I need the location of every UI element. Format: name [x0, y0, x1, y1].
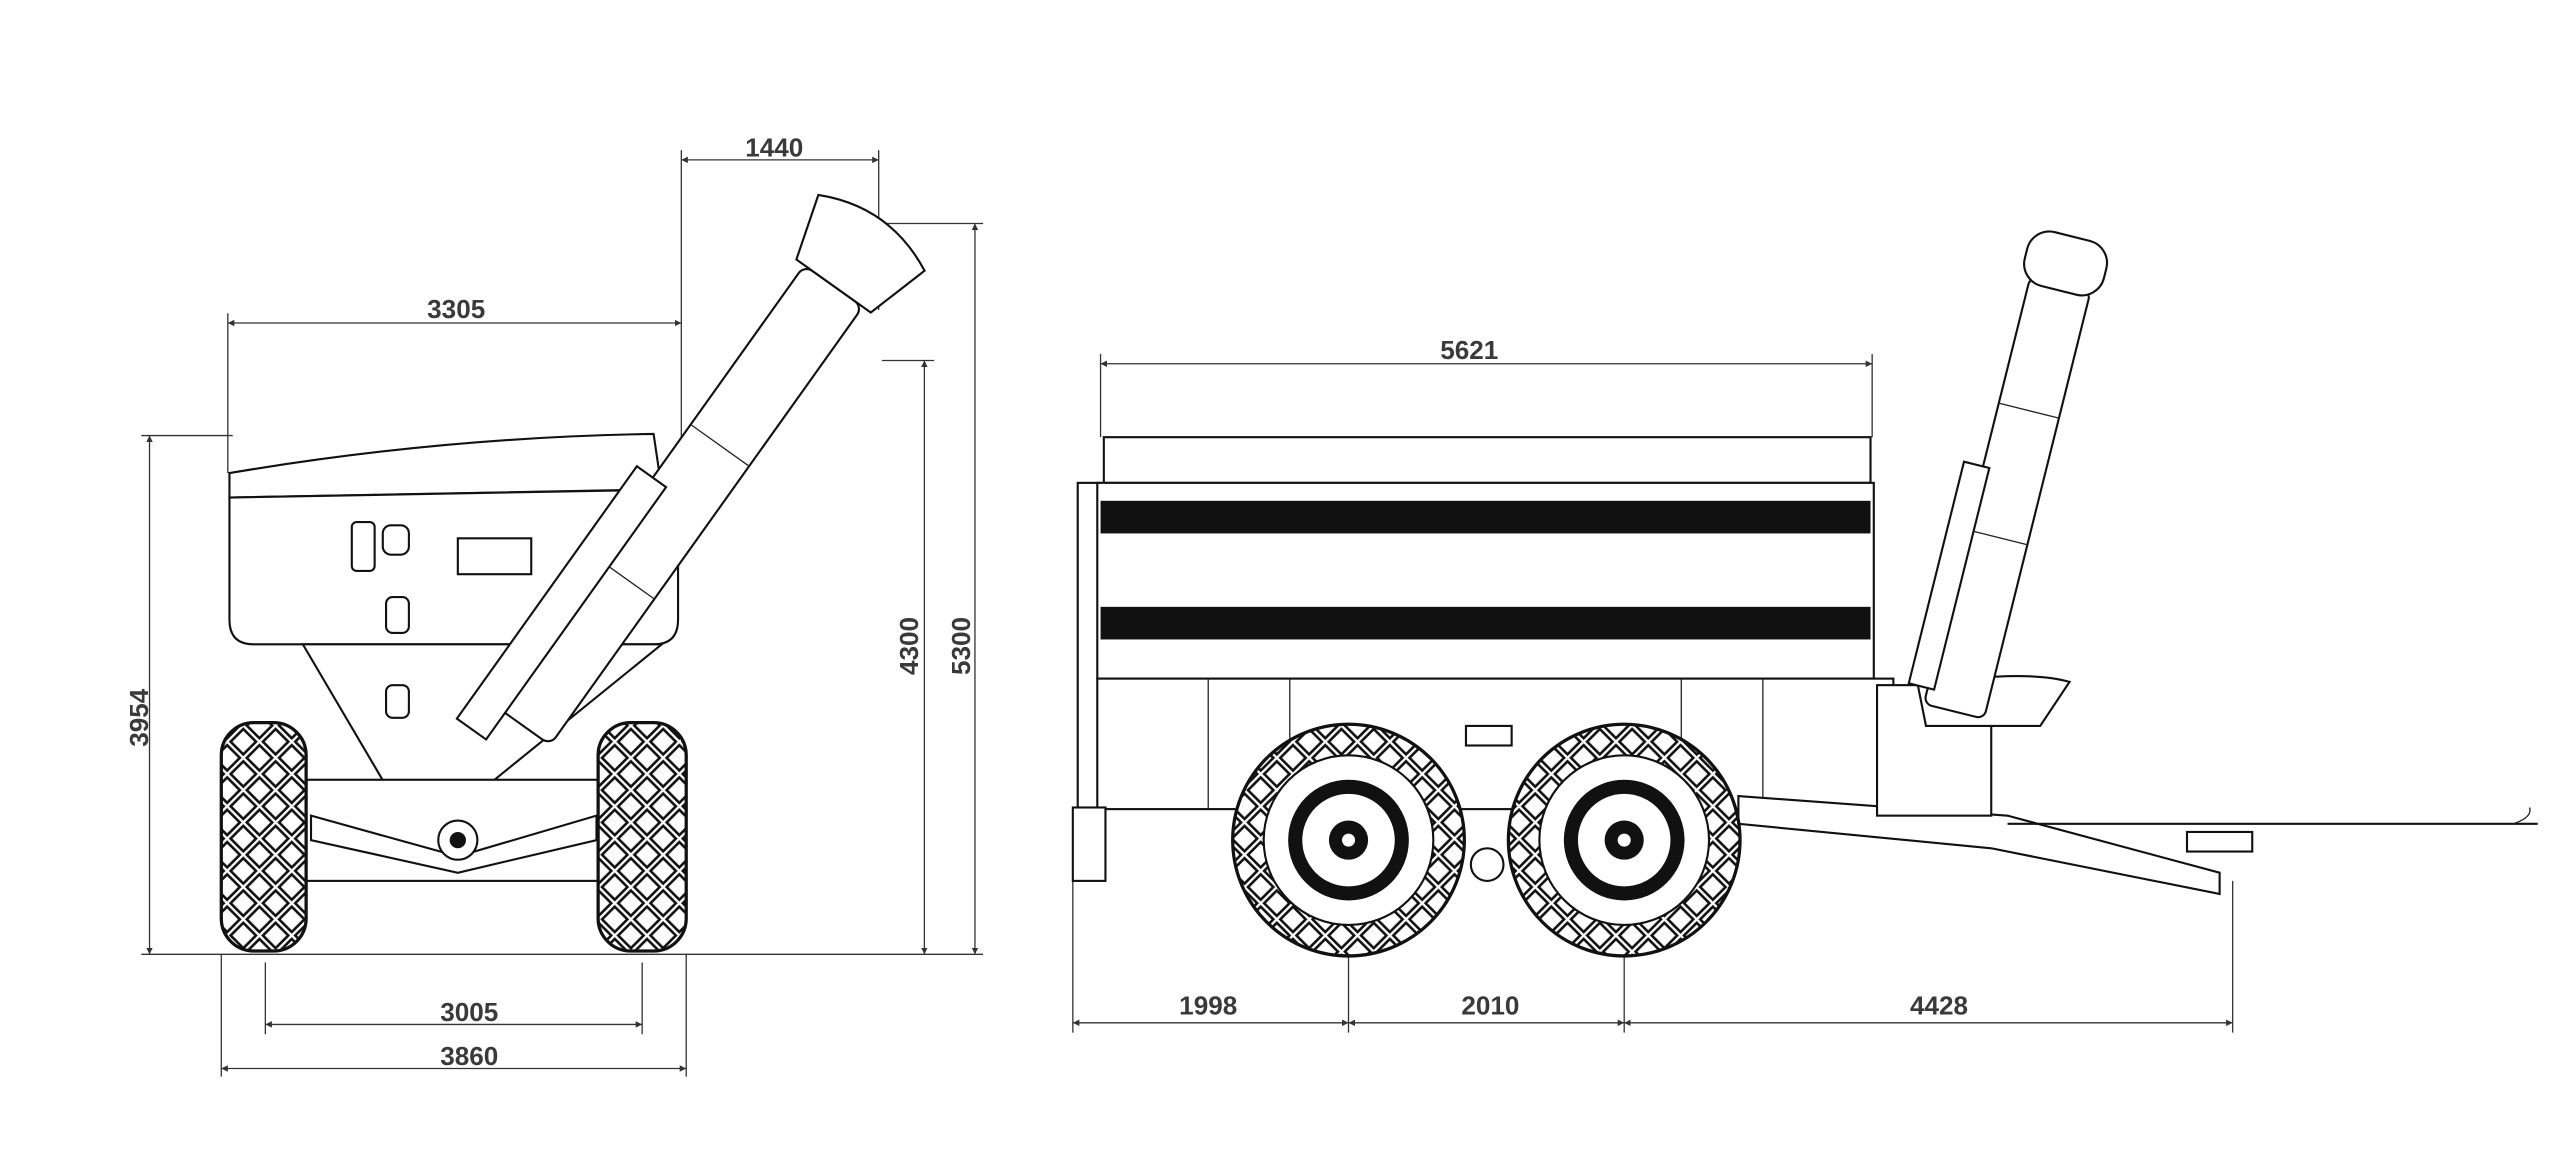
side-wheel-rear: [1506, 722, 1742, 958]
dim-4428: 4428: [1910, 991, 1968, 1021]
dim-3305: 3305: [427, 294, 485, 324]
dim-5300: 5300: [946, 617, 976, 675]
dim-3005: 3005: [440, 997, 498, 1027]
dim-1998: 1998: [1179, 991, 1237, 1021]
side-wheel-front: [1231, 722, 1466, 958]
side-dimension-lines: [1072, 360, 2233, 1027]
rear-extension-lines: [141, 150, 984, 1077]
dim-3954: 3954: [124, 688, 154, 747]
side-cart-body: [1071, 436, 1895, 882]
dim-4300: 4300: [894, 617, 924, 675]
rear-right-wheel: [596, 721, 688, 953]
dim-3860: 3860: [440, 1041, 498, 1071]
rear-left-wheel: [219, 721, 308, 953]
dim-5621: 5621: [1440, 335, 1498, 365]
rear-view: 1440 3305 3954 4300 5300 3005 3860: [124, 133, 984, 1077]
rear-auger: [455, 193, 926, 743]
dim-2010: 2010: [1461, 991, 1519, 1021]
dim-1440: 1440: [745, 133, 803, 163]
side-view: 5621 1998 2010 4428: [1071, 230, 2538, 1033]
rear-dimension-lines: [146, 156, 979, 1072]
axle-hub: [1469, 847, 1505, 882]
side-auger: [1907, 230, 2109, 719]
